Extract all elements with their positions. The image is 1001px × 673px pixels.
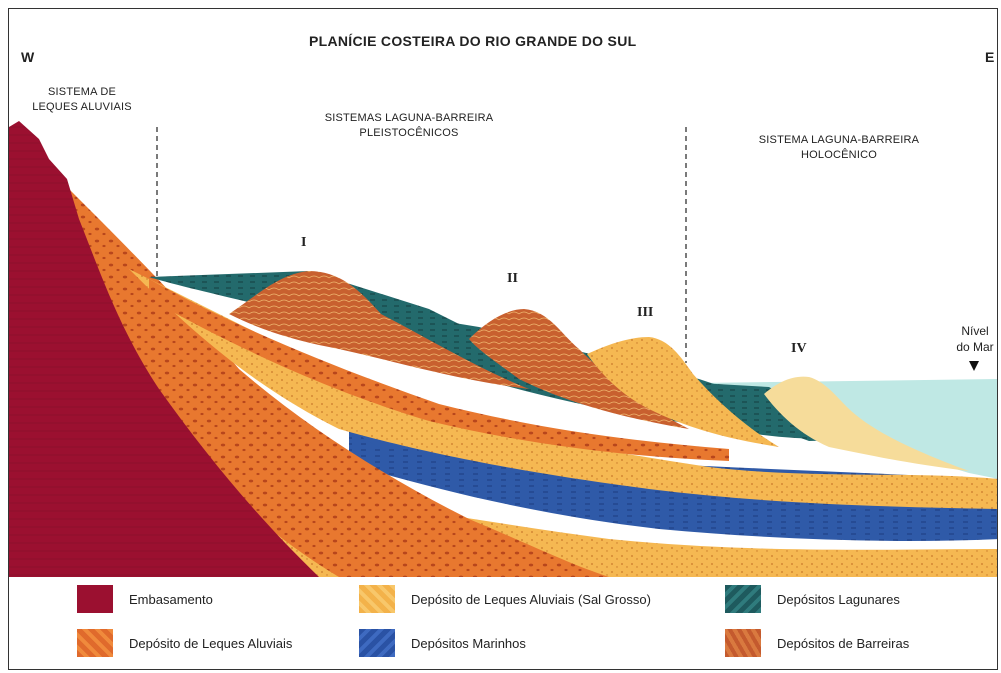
pleistocene-system-label-line2: PLEISTOCÊNICOS [359, 127, 459, 139]
sea-level-label: Nível do Mar [944, 323, 997, 355]
legend-swatch-barreiras [725, 629, 761, 657]
holocene-system-label: SISTEMA LAGUNA-BARREIRA HOLOCÊNICO [729, 133, 949, 163]
barrier-II-label: II [507, 271, 518, 286]
legend-label-marinhos: Depósitos Marinhos [411, 635, 526, 651]
diagram-title: PLANÍCIE COSTEIRA DO RIO GRANDE DO SUL [309, 33, 637, 49]
legend-item-barreiras: Depósitos de Barreiras [725, 629, 909, 657]
legend-swatch-sal-grosso [359, 585, 395, 613]
legend-label-embasamento: Embasamento [129, 591, 213, 607]
west-direction-label: W [21, 49, 35, 65]
legend-item-embasamento: Embasamento [77, 585, 213, 613]
legend-label-leques-aluviais: Depósito de Leques Aluviais [129, 635, 293, 651]
legend-swatch-lagunares [725, 585, 761, 613]
legend-item-lagunares: Depósitos Lagunares [725, 585, 900, 613]
barrier-I-label: I [301, 235, 307, 250]
legend-swatch-marinhos [359, 629, 395, 657]
legend: Embasamento Depósito de Leques Aluviais … [9, 579, 997, 669]
holocene-system-label-line2: HOLOCÊNICO [801, 149, 877, 161]
barrier-IV-label: IV [791, 341, 807, 356]
sal-grosso-middle-layer [129, 269, 997, 509]
alluvial-system-label-line2: LEQUES ALUVIAIS [32, 101, 132, 113]
holocene-system-label-line1: SISTEMA LAGUNA-BARREIRA [758, 134, 920, 146]
alluvial-system-label: SISTEMA DE LEQUES ALUVIAIS [27, 85, 137, 115]
east-direction-label: E [985, 49, 995, 65]
legend-item-marinhos: Depósitos Marinhos [359, 629, 526, 657]
cross-section-diagram [9, 121, 997, 577]
legend-label-barreiras: Depósitos de Barreiras [777, 635, 910, 651]
barrier-IV-deposit [764, 376, 969, 471]
legend-swatch-embasamento [77, 585, 113, 613]
pleistocene-system-label-line1: SISTEMAS LAGUNA-BARREIRA [324, 112, 494, 124]
alluvial-fan-layer [69, 189, 609, 577]
sea-level-label-line1: Nível [961, 324, 989, 338]
legend-item-sal-grosso: Depósito de Leques Aluviais (Sal Grosso) [359, 585, 651, 613]
sea-level-marker-icon [969, 361, 979, 371]
basement-rock [9, 121, 319, 577]
legend-label-sal-grosso: Depósito de Leques Aluviais (Sal Grosso) [411, 591, 651, 607]
legend-label-lagunares: Depósitos Lagunares [777, 591, 900, 607]
figure-frame: PLANÍCIE COSTEIRA DO RIO GRANDE DO SUL W… [8, 8, 998, 670]
barrier-III-label: III [637, 305, 654, 320]
alluvial-system-label-line1: SISTEMA DE [47, 86, 117, 98]
sea-level-label-line2: do Mar [956, 340, 994, 354]
barrier-III-deposit [587, 337, 779, 447]
legend-item-leques-aluviais: Depósito de Leques Aluviais [77, 629, 292, 657]
legend-swatch-leques-aluviais [77, 629, 113, 657]
barrier-I-deposit [229, 271, 529, 389]
pleistocene-system-label: SISTEMAS LAGUNA-BARREIRA PLEISTOCÊNICOS [294, 111, 524, 141]
